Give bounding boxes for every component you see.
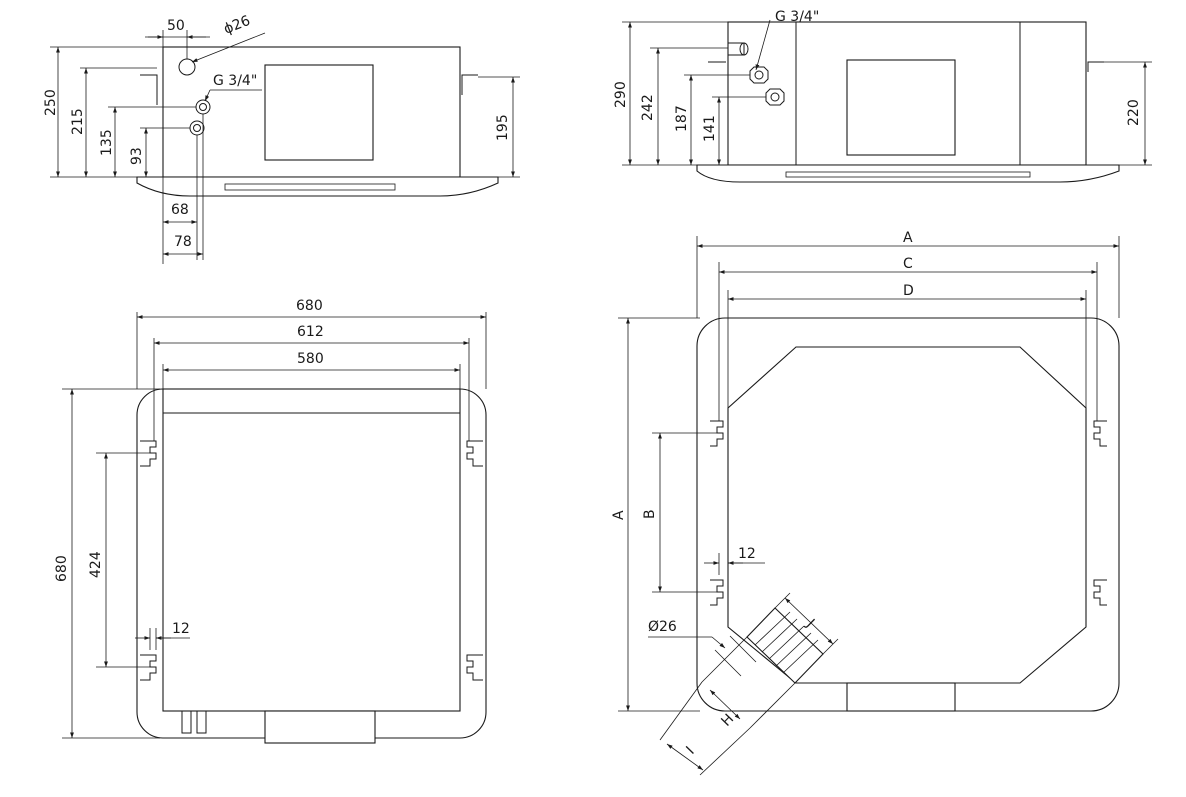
bottom-grille bbox=[136, 176, 499, 197]
service-box bbox=[264, 710, 376, 744]
dim-phi26: ϕ26 bbox=[222, 13, 253, 38]
dim-phi26: Ø26 bbox=[648, 619, 677, 635]
hanging-bracket-right bbox=[1087, 61, 1104, 72]
label-g34: G 3/4" bbox=[213, 73, 257, 89]
hanging-bracket bbox=[466, 440, 483, 467]
dim-242: 242 bbox=[640, 94, 656, 121]
view-plan-small: 680 612 580 680 424 12 bbox=[54, 298, 487, 744]
hanging-bracket bbox=[1093, 579, 1107, 606]
dim-135: 135 bbox=[99, 129, 115, 156]
hanging-bracket bbox=[466, 654, 483, 681]
dim-93: 93 bbox=[129, 147, 145, 165]
dim-78: 78 bbox=[174, 234, 192, 250]
dim-612: 612 bbox=[297, 324, 324, 340]
hanging-bracket-right bbox=[461, 74, 478, 95]
service-box bbox=[846, 682, 956, 712]
dim-195: 195 bbox=[495, 114, 511, 141]
dim-141: 141 bbox=[702, 115, 718, 142]
dim-68: 68 bbox=[171, 202, 189, 218]
dim-D: D bbox=[903, 283, 914, 299]
drain-pipe bbox=[727, 42, 745, 56]
dim-680-height: 680 bbox=[54, 555, 70, 582]
hanging-bracket bbox=[710, 420, 724, 447]
label-g34: G 3/4" bbox=[775, 9, 819, 25]
dim-424: 424 bbox=[88, 551, 104, 578]
water-connector-lower-inner bbox=[193, 124, 201, 132]
dim-215: 215 bbox=[70, 108, 86, 135]
dim-290: 290 bbox=[613, 81, 629, 108]
grille-vent bbox=[785, 171, 1031, 178]
pipe-stub bbox=[181, 710, 192, 734]
inspection-panel bbox=[264, 64, 374, 161]
dim-A-side: A bbox=[611, 510, 627, 520]
hanging-bracket bbox=[1093, 420, 1107, 447]
bottom-grille bbox=[696, 164, 1120, 183]
hanging-bracket bbox=[140, 440, 157, 467]
dim-C: C bbox=[903, 256, 913, 272]
view-side-small: 50 ϕ26 G 3/4" 250 215 135 93 195 68 78 bbox=[43, 13, 520, 264]
hanging-bracket bbox=[140, 654, 157, 681]
dim-580: 580 bbox=[297, 351, 324, 367]
dim-187: 187 bbox=[674, 105, 690, 132]
dim-680-width: 680 bbox=[296, 298, 323, 314]
dim-220: 220 bbox=[1126, 99, 1142, 126]
grille-vent bbox=[224, 183, 396, 191]
dim-B: B bbox=[642, 509, 658, 519]
water-connector-upper-inner bbox=[199, 103, 207, 111]
dim-250: 250 bbox=[43, 89, 59, 116]
dim-50: 50 bbox=[167, 18, 185, 34]
view-plan-large: A C D A B 12 Ø26 J bbox=[611, 230, 1120, 776]
dim-I: I bbox=[683, 744, 697, 758]
water-connector-lower bbox=[765, 88, 785, 106]
inspection-panel bbox=[846, 59, 956, 156]
pipe-stub bbox=[196, 710, 207, 734]
dim-12: 12 bbox=[172, 621, 190, 637]
dim-A-top: A bbox=[903, 230, 913, 246]
unit-body bbox=[162, 388, 461, 712]
hanging-bracket bbox=[710, 579, 724, 606]
hanging-bracket-left bbox=[140, 74, 158, 105]
dim-12: 12 bbox=[738, 546, 756, 562]
view-side-large: G 3/4" 290 242 187 141 220 bbox=[613, 9, 1152, 183]
